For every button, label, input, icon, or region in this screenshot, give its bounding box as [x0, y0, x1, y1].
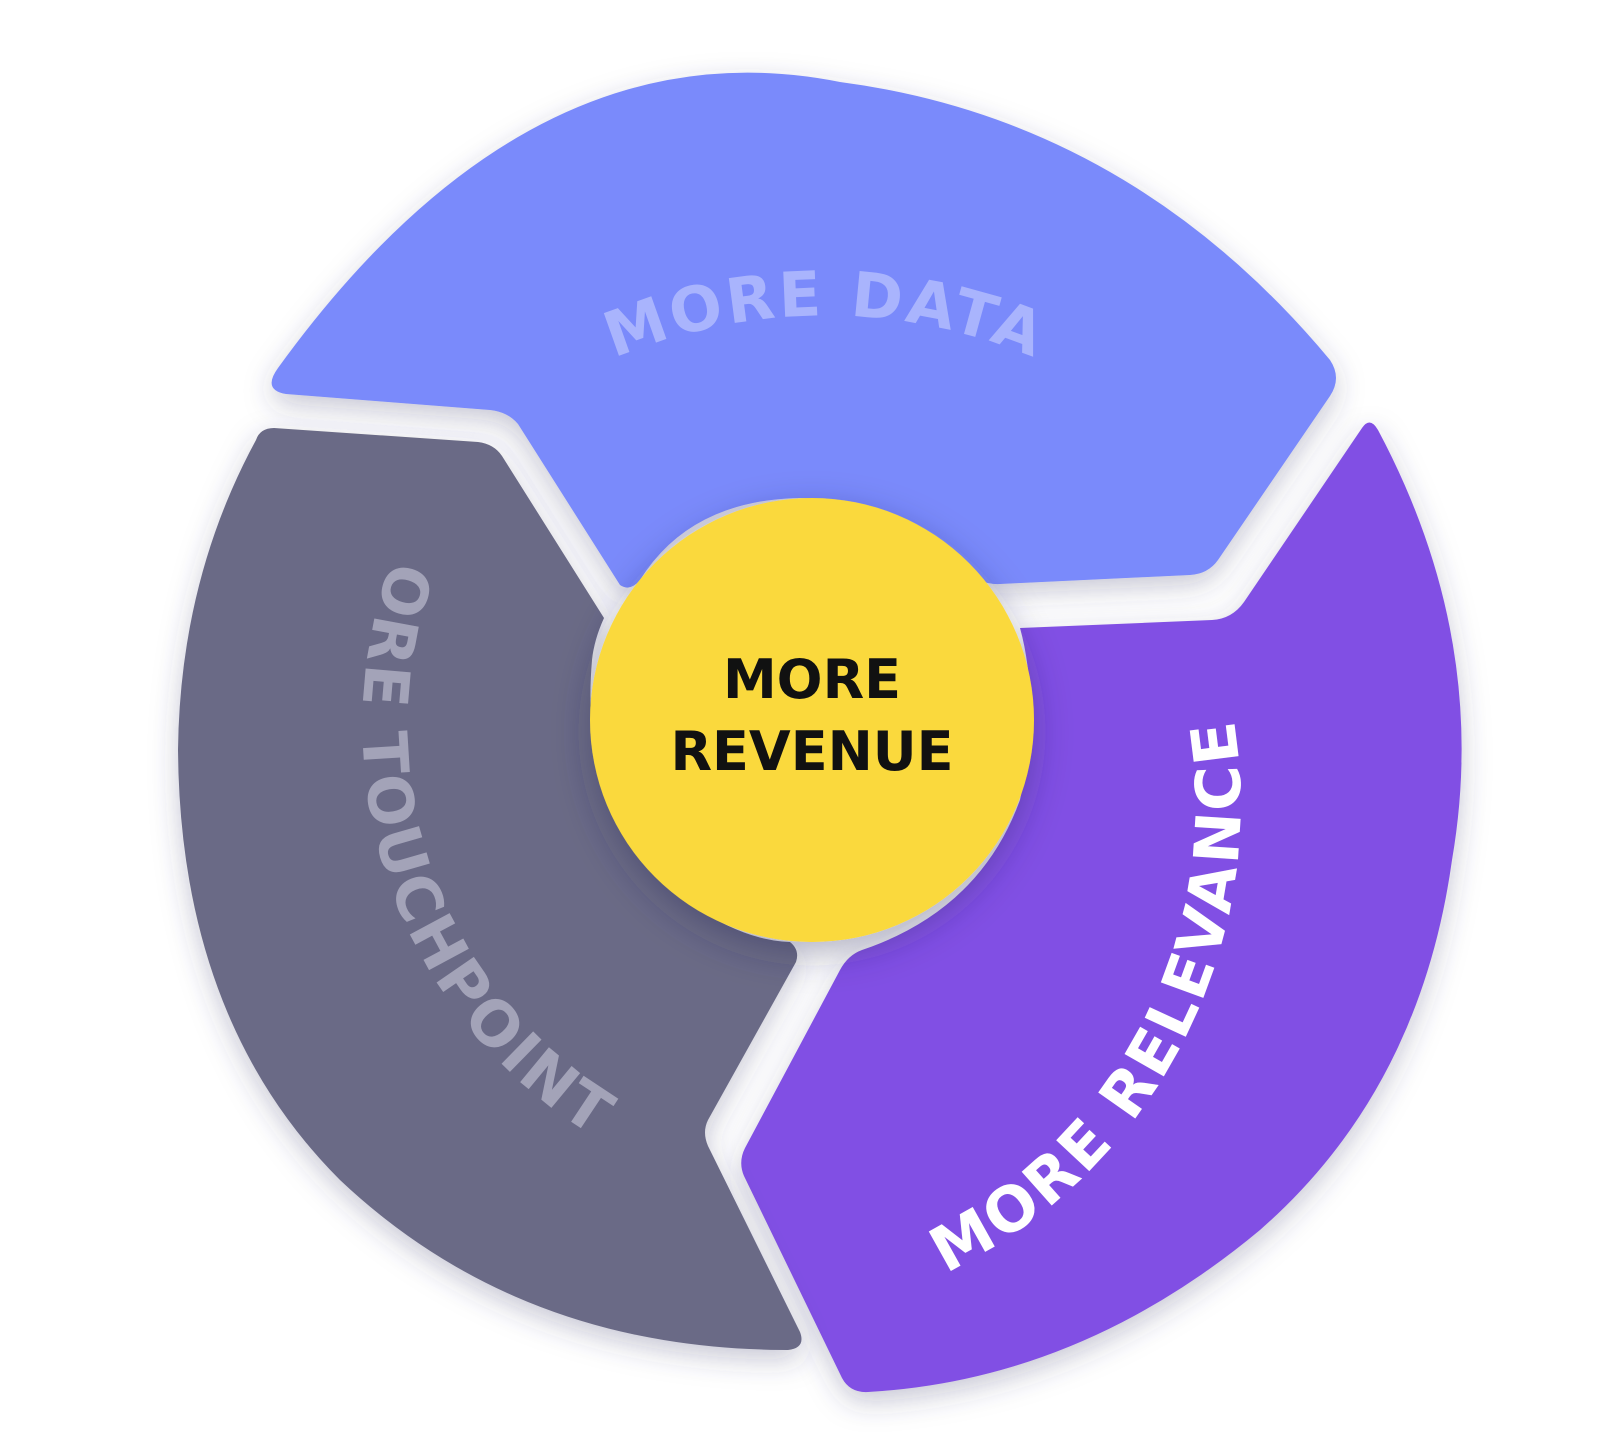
center-label-line1: MORE [723, 648, 901, 711]
segment-more-data [271, 72, 1337, 588]
segment-more-relevance [741, 422, 1462, 1393]
center-label-line2: REVENUE [670, 720, 953, 783]
center-circle [590, 498, 1034, 942]
segment-more-touchpoints [178, 428, 802, 1350]
